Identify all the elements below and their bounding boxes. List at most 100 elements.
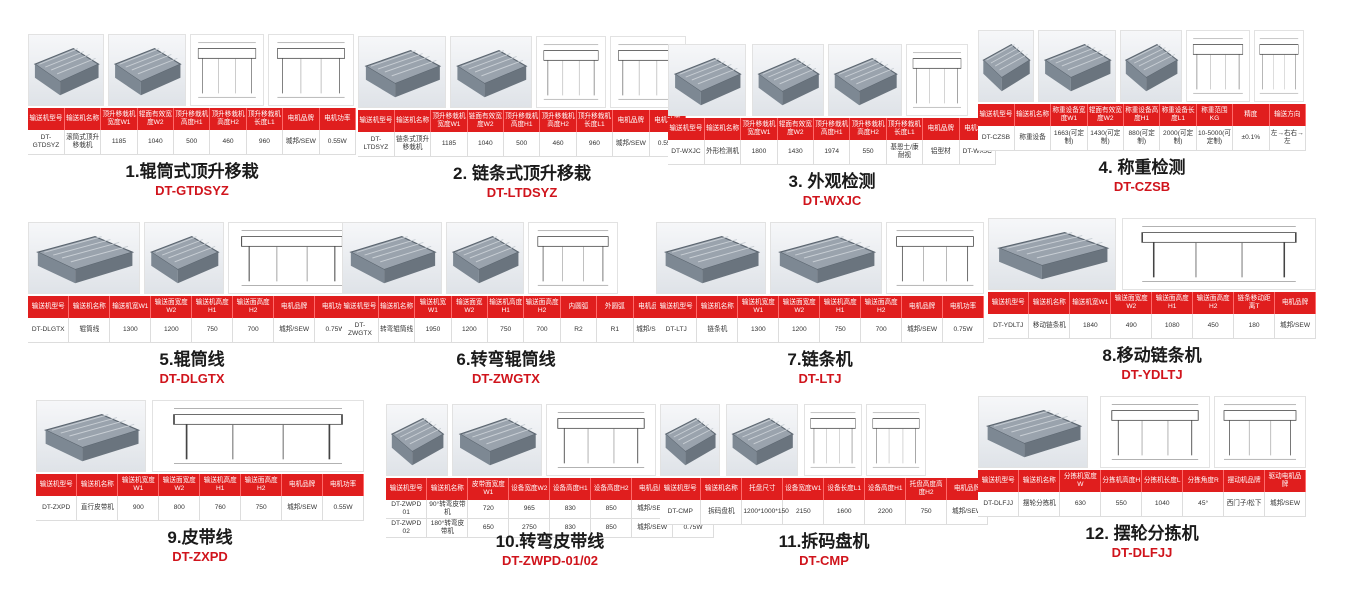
spec-cell: 460 <box>539 132 577 157</box>
spec-header-cell: 链面有效宽度W2 <box>467 110 505 132</box>
product-code: DT-ZWPD-01/02 <box>501 553 599 568</box>
spec-cell: 750 <box>240 496 283 521</box>
spec-cell: DT-LTJ <box>656 318 698 343</box>
spec-cell: 720 <box>467 500 510 519</box>
spec-cell: R1 <box>596 318 634 343</box>
product-images <box>660 404 988 476</box>
spec-header-cell: 输送机型号 <box>28 296 70 318</box>
spec-cell: 880(可定制) <box>1123 126 1161 151</box>
spec-cell: DT-ZWGTX <box>342 318 379 343</box>
spec-cell: DT-DLFJJ <box>978 492 1020 517</box>
spec-cell: 1300 <box>737 318 780 343</box>
product-photo <box>452 404 542 476</box>
spec-header-cell: 输送机名称 <box>700 478 743 500</box>
spec-cell: 450 <box>1192 314 1235 339</box>
product-photo <box>28 222 140 294</box>
spec-header-cell: 电机品牌 <box>273 296 316 318</box>
spec-header-cell: 顶升移栽机高度H1 <box>813 118 851 140</box>
spec-cell: 摆轮分拣机 <box>1018 492 1061 517</box>
spec-cell: 铝型材 <box>922 140 960 165</box>
spec-header-cell: 输送面宽度W2 <box>778 296 821 318</box>
spec-header-cell: 输送面高度H2 <box>232 296 275 318</box>
spec-header-cell: 输送机名称 <box>378 296 416 318</box>
spec-header-cell: 设备高度H1 <box>549 478 592 500</box>
spec-cell: 850 <box>590 518 633 538</box>
spec-header-cell: 顶升移栽机宽度W1 <box>740 118 778 140</box>
spec-header-cell: 辊面有效宽度W2 <box>137 108 175 130</box>
spec-cell: R2 <box>560 318 598 343</box>
product-photo <box>342 222 442 294</box>
product-title: 8.移动链条机 <box>1102 346 1202 365</box>
spec-cell: 800 <box>158 496 201 521</box>
spec-cell: 1663(可定制) <box>1050 126 1088 151</box>
spec-header-cell: 输送机高度H1 <box>191 296 234 318</box>
spec-header-cell: 分拣机长度L <box>1141 470 1184 492</box>
spec-cell: 500 <box>173 130 211 155</box>
spec-cell: 1080 <box>1151 314 1194 339</box>
spec-header-cell: 分拣角度R <box>1182 470 1225 492</box>
spec-header-cell: 顶升移栽机长度L1 <box>886 118 924 140</box>
spec-header-cell: 顶升移栽机宽度W1 <box>100 108 138 130</box>
spec-cell: 辊筒线 <box>68 318 111 343</box>
spec-header-cell: 输送机名称 <box>696 296 739 318</box>
spec-header-cell: 输送面宽度W2 <box>1110 292 1153 314</box>
spec-header-cell: 称重设备宽度W1 <box>1050 104 1088 126</box>
spec-cell: 2750 <box>508 518 551 538</box>
spec-cell: 630 <box>1059 492 1102 517</box>
spec-cell: 城邦/SEW <box>281 496 324 521</box>
spec-cell: DT-ZWPD 02 <box>386 518 428 538</box>
spec-cell: 移动链条机 <box>1028 314 1071 339</box>
technical-drawing <box>152 400 364 472</box>
spec-cell: 750 <box>905 500 948 525</box>
spec-cell: 1300 <box>109 318 152 343</box>
spec-header-cell: 电机品牌 <box>282 108 320 130</box>
spec-header-cell: 辊面有效宽度W2 <box>1087 104 1125 126</box>
spec-cell: 700 <box>523 318 561 343</box>
product-title: 4. 称重检测 <box>1098 158 1186 177</box>
product-title: 7.链条机 <box>787 350 853 369</box>
technical-drawing <box>1186 30 1250 102</box>
product-photo <box>358 36 446 108</box>
product-code: DT-YDLTJ <box>1121 367 1183 382</box>
spec-header-cell: 称重范围KG <box>1196 104 1234 126</box>
spec-cell: 550 <box>849 140 887 165</box>
product-card: 输送机型号输送机名称皮带面宽度W1设备宽度W2设备高度H1设备高度H2电机品牌电… <box>386 404 714 594</box>
spec-cell: 90°转弯皮带机 <box>426 500 469 519</box>
spec-cell: 城邦/SEW <box>273 318 316 343</box>
spec-header-cell: 输送机高度H1 <box>487 296 525 318</box>
spec-header-cell: 电机功率 <box>942 296 984 318</box>
spec-cell: 称重设备 <box>1014 126 1052 151</box>
spec-cell: 外形检测机 <box>704 140 742 165</box>
spec-header-cell: 设备宽度W2 <box>508 478 551 500</box>
spec-header-cell: 输送机名称 <box>76 474 119 496</box>
spec-table: 输送机型号输送机名称皮带面宽度W1设备宽度W2设备高度H1设备高度H2电机品牌电… <box>386 478 714 538</box>
product-photo <box>1120 30 1182 102</box>
spec-header-cell: 输送机型号 <box>28 108 65 130</box>
spec-cell: 西门子/松下 <box>1223 492 1266 517</box>
technical-drawing <box>1214 396 1306 468</box>
product-title: 1.辊筒式顶升移栽 <box>125 162 259 181</box>
spec-header-cell: 辊面有效宽度W2 <box>777 118 815 140</box>
technical-drawing <box>546 404 656 476</box>
product-images <box>386 404 714 476</box>
spec-header-cell: 输送机宽度W1 <box>737 296 780 318</box>
spec-header-cell: 输送机高度H1 <box>819 296 862 318</box>
product-photo <box>660 404 720 476</box>
